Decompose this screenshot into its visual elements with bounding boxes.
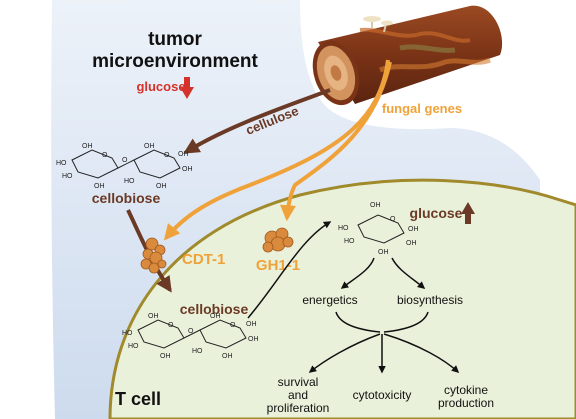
cleavage-arrow	[247, 221, 332, 319]
molecule-ho-7: HO	[338, 225, 349, 232]
outcome-survival-line1: survival	[278, 375, 319, 389]
gh1-label: GH1-1	[256, 257, 300, 274]
molecule-oh-16: OH	[378, 249, 389, 256]
molecule-ho-4: HO	[122, 330, 133, 337]
energetics-label: energetics	[302, 293, 357, 307]
molecule-oh-5: OH	[182, 166, 193, 173]
t-cell-body	[108, 178, 576, 419]
outcome-cytokine-line2: production	[438, 396, 494, 410]
cellobiose-outside-label: cellobiose	[92, 190, 161, 206]
molecule-oh-4: OH	[178, 151, 189, 158]
gh1-enzyme-icon	[262, 227, 294, 253]
cellobiose-import-arrow	[126, 209, 172, 293]
glucose-down-arrow-icon	[180, 77, 194, 99]
molecule-oh-7: OH	[148, 313, 159, 320]
molecule-oh-8: OH	[160, 353, 171, 360]
biosynthesis-bracket	[383, 311, 429, 333]
fungal-genes-arrow-to-gh1	[280, 61, 392, 222]
glucose-up-arrow-icon	[461, 202, 475, 224]
energetics-bracket	[335, 311, 381, 333]
molecule-ho-6: HO	[192, 348, 203, 355]
fungal-genes-label: fungal genes	[382, 101, 462, 116]
t-cell-label: T cell	[115, 389, 161, 409]
microenvironment-title-line1: tumor	[148, 29, 202, 50]
molecule-oh-1: OH	[82, 143, 93, 150]
cellobiose-molecule-inside	[137, 319, 247, 349]
arrow-to-cytokine	[383, 333, 460, 374]
glucose-molecule	[357, 214, 405, 244]
cdt1-transporter-icon	[140, 237, 167, 274]
molecule-oh-3: OH	[144, 143, 155, 150]
molecule-ho-1: HO	[56, 160, 67, 167]
molecule-o-7: O	[390, 216, 396, 223]
outcome-cytokine-line1: cytokine	[444, 383, 488, 397]
molecule-oh-11: OH	[248, 336, 259, 343]
cdt1-label: CDT-1	[182, 251, 225, 268]
arrow-to-energetics	[340, 257, 375, 289]
cellobiose-molecule-outside	[71, 149, 181, 179]
molecule-oh-14: OH	[408, 226, 419, 233]
molecule-oh-2: OH	[94, 183, 105, 190]
cellulose-arrow	[183, 88, 331, 154]
glucose-high-label: glucose	[410, 205, 463, 221]
molecule-ho-2: HO	[62, 173, 73, 180]
molecule-ho-5: HO	[128, 343, 139, 350]
outcome-cytotoxicity: cytotoxicity	[353, 388, 412, 402]
microenvironment-title-line2: microenvironment	[92, 51, 258, 72]
molecule-o-2: O	[122, 157, 128, 164]
decaying-log	[312, 5, 503, 106]
molecule-oh-13: OH	[370, 202, 381, 209]
arrow-to-survival	[308, 333, 381, 373]
arrow-to-biosynthesis	[391, 257, 426, 289]
outcome-survival-line2: and	[288, 388, 308, 402]
outcome-survival-line3: proliferation	[267, 401, 330, 415]
molecule-o-3: O	[164, 152, 170, 159]
molecule-o-1: O	[102, 152, 108, 159]
molecule-ho-8: HO	[344, 238, 355, 245]
biosynthesis-label: biosynthesis	[397, 293, 463, 307]
molecule-oh-10: OH	[246, 321, 257, 328]
molecule-oh-9: OH	[210, 313, 221, 320]
molecule-oh-6: OH	[156, 183, 167, 190]
molecule-o-4: O	[168, 322, 174, 329]
glucose-low-label: glucose	[136, 79, 185, 94]
molecule-oh-12: OH	[222, 353, 233, 360]
cellobiose-inside-label: cellobiose	[180, 301, 249, 317]
molecule-o-6: O	[230, 322, 236, 329]
molecule-o-5: O	[188, 328, 194, 335]
molecule-oh-15: OH	[406, 240, 417, 247]
molecule-ho-3: HO	[124, 178, 135, 185]
